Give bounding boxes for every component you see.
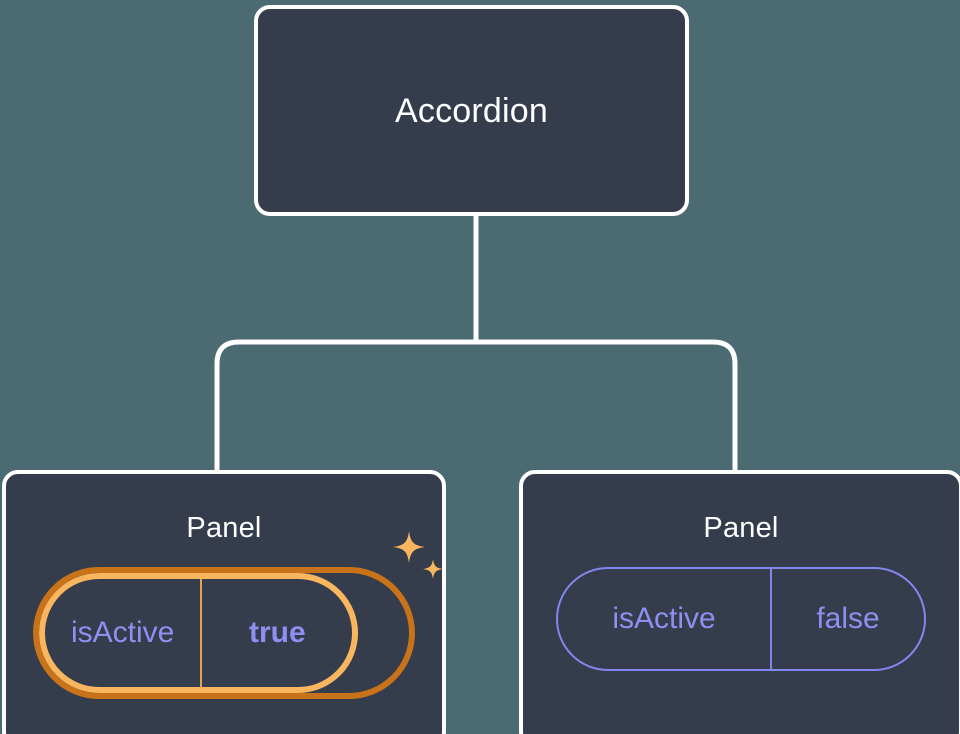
tree-node-panel-inactive[interactable]: Panel isActive false <box>519 470 960 734</box>
node-title-panel-inactive: Panel <box>703 512 779 544</box>
prop-pill-wrapper-active: isActive true <box>33 531 443 699</box>
prop-value-active: true <box>249 616 306 649</box>
prop-pill-active[interactable]: isActive true <box>33 567 415 699</box>
tree-node-accordion[interactable]: Accordion <box>254 5 689 216</box>
prop-pill-inactive[interactable]: isActive false <box>556 567 926 671</box>
node-title-accordion: Accordion <box>395 91 548 130</box>
sparkle-icon <box>393 531 443 579</box>
prop-key-active: isActive <box>45 579 203 687</box>
prop-value-inactive: false <box>816 602 880 635</box>
prop-key-inactive: isActive <box>558 569 772 669</box>
tree-node-panel-active[interactable]: Panel isActive true <box>2 470 446 734</box>
prop-pill-wrapper-inactive: isActive false <box>556 567 926 671</box>
node-title-panel-active: Panel <box>186 512 262 544</box>
